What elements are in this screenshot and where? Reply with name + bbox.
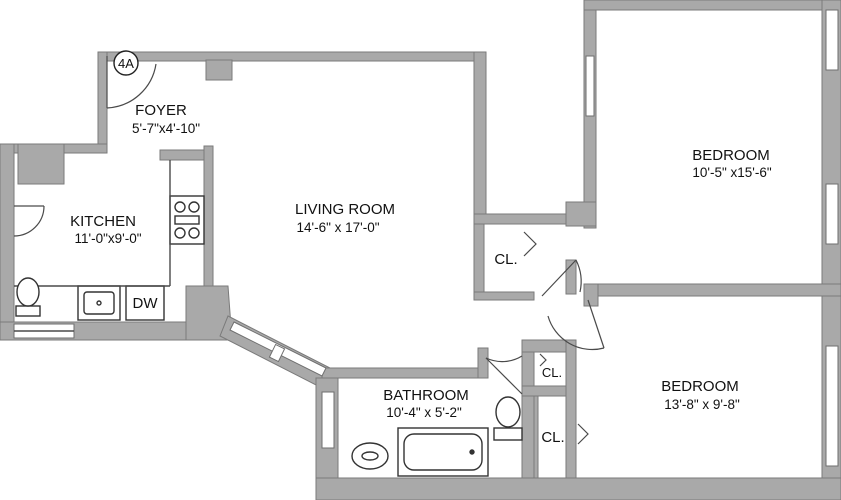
bedroom2-name: BEDROOM [661,378,739,395]
closet-label: CL. [494,251,517,268]
window-bedroom2 [825,345,839,467]
door-bedroom1-leaf [541,259,577,297]
wall-closet2-bottom [521,385,571,397]
wall-bottom-exterior [315,477,841,500]
living-room-dims: 14'-6" x 17'-0" [296,220,379,235]
dishwasher [125,285,165,321]
bathtub-basin [403,433,483,471]
wall-closet2-top [521,339,571,353]
wall-closet1-left [473,223,485,301]
wall-kitchen-right-pier [203,145,214,287]
wall-closet3-right [565,339,577,479]
wall-bedroom1-notch [565,201,597,227]
toilet-bowl-icon [16,277,40,307]
unit-badge-label: 4A [118,56,134,71]
window-bedroom1-side [585,55,595,117]
wall-closet1-bottom [473,291,535,301]
foyer-name: FOYER [135,102,187,119]
door-closet3 [577,423,589,445]
wall-living-right [473,51,487,225]
bedroom1-dims: 10'-5" x15'-6" [692,165,771,180]
wall-closet1-top [473,213,575,225]
wall-between-bedrooms [583,283,841,297]
range-panel [174,215,200,225]
dishwasher-label: DW [133,295,159,312]
window-living-sash [268,343,286,363]
foyer-dims: 5'-7"x4'-10" [132,121,200,136]
bathtub-drain-icon [469,449,475,455]
wall-living-bottom [321,367,488,379]
wall-bedroom2-left-top [583,283,599,307]
wall-foyer-left [97,51,108,145]
wall-closet3-inner [533,395,539,479]
door-bedroom1-arc [575,259,582,293]
toilet-tank [493,427,523,441]
kitchen-dims: 11'-0"x9'-0" [74,231,141,246]
toilet-tank [15,305,41,317]
window-bathroom [321,391,335,449]
fixtures [14,160,523,477]
window-bedroom1-lower [825,183,839,245]
wall-kitchen-top-inner [17,143,65,185]
bedroom1-name: BEDROOM [692,147,770,164]
wall-bedroom1-top [583,0,841,11]
bedroom2-dims: 13'-8" x 9'-8" [664,397,740,412]
door-entry-arc [106,63,157,109]
windows [13,9,839,467]
kitchen-name: KITCHEN [70,213,136,230]
door-bathroom-leaf [485,357,523,395]
wall-top-living [105,51,487,62]
door-kitchen-arc [13,205,45,237]
wall-left-exterior [0,143,15,341]
kitchen-sink-drain-icon [96,300,102,306]
bathroom-name: BATHROOM [383,387,469,404]
door-closet1 [523,231,537,257]
door-bedroom2-arc [547,315,605,351]
bathroom-dims: 10'-4" x 5'-2" [386,405,462,420]
wall-kitchen-right [159,149,208,161]
burner-icon [174,201,186,213]
wall-pier-top [205,59,233,81]
door-closet2 [539,353,547,367]
closet-label: CL. [542,365,562,380]
doors [13,56,605,445]
door-bedroom2-leaf [587,299,605,349]
burner-icon [188,201,200,213]
wall-bathroom-right [521,349,535,479]
bathroom-sink-basin [361,451,379,461]
burner-icon [174,227,186,239]
labels: 4A FOYER 5'-7"x4'-10" KITCHEN 11'-0"x9'-… [70,50,772,446]
living-room-name: LIVING ROOM [295,201,395,218]
burner-icon [188,227,200,239]
unit-badge [113,50,139,76]
wall-hall-pier [565,259,577,295]
door-bathroom-arc [485,355,523,363]
toilet-bowl-icon [495,396,521,428]
window-bedroom1-upper [825,9,839,71]
wall-living-bottom-pier [477,347,489,379]
closet-label: CL. [541,429,564,446]
